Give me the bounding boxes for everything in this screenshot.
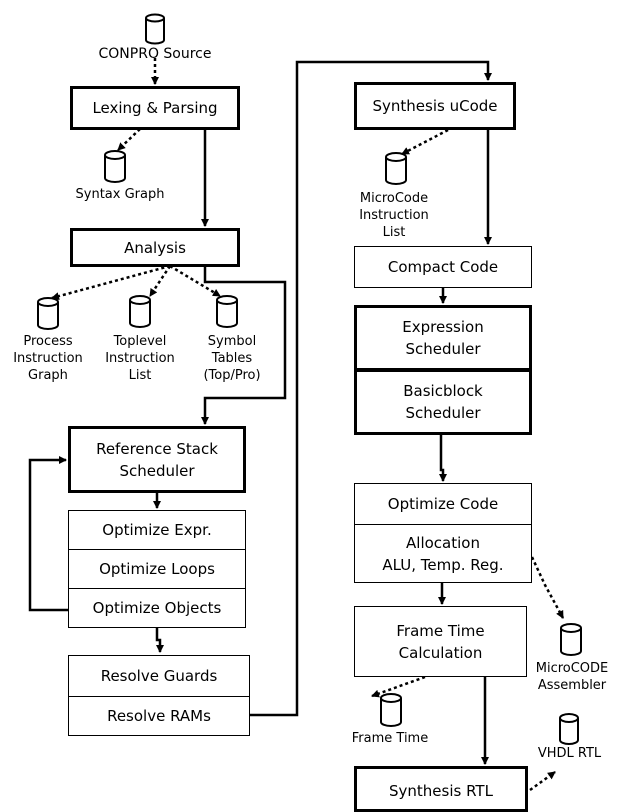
compact-code-box: Compact Code [354,246,532,288]
arrow-frametime-to-frametimefile [371,675,426,698]
optimize-code-label: Optimize Code [387,495,499,513]
conpro-source-label: CONPRO Source [98,46,212,62]
arrow-basicblock-to-optimize [439,435,447,482]
analysis-box: Analysis [70,228,240,267]
synthesis-rtl-label: Synthesis RTL [389,782,493,800]
analysis-label: Analysis [124,238,186,257]
compact-code-label: Compact Code [387,258,499,276]
frame-time-label: Frame Time [351,731,429,746]
arrow-lexing-to-syntax [117,128,141,151]
frame-time-calculation-box: Frame Time Calculation [354,606,527,677]
allocation-label: Allocation ALU, Temp. Reg. [382,533,504,574]
basicblock-scheduler-label: Basicblock Scheduler [403,382,483,422]
database-icon-syntax-graph [104,150,126,183]
synthesis-rtl-box: Synthesis RTL [354,766,528,812]
arrow-ucode-to-microcode [401,128,449,156]
resolve-rams-box: Resolve RAMs [68,696,250,736]
synthesis-ucode-box: Synthesis uCode [354,82,516,130]
arrow-analysis-to-symbol [169,264,221,298]
lexing-parsing-box: Lexing & Parsing [70,86,240,130]
arrow-synthrtl-to-vhdl [529,770,556,792]
resolve-guards-label: Resolve Guards [100,667,218,685]
resolve-guards-box: Resolve Guards [68,655,250,697]
optimize-expr-label: Optimize Expr. [102,521,212,539]
database-icon-microcode-assembler [560,623,582,656]
expression-scheduler-label: Expression Scheduler [402,318,484,358]
arrow-analysis-to-toplevel [148,265,172,297]
frame-time-calculation-label: Frame Time Calculation [396,621,485,662]
database-icon-vhdl-rtl [559,713,579,745]
optimize-objects-label: Optimize Objects [92,599,222,617]
arrow-optimize-to-resolve [155,628,164,653]
optimize-expr-box: Optimize Expr. [68,510,246,550]
microcode-instruction-list-label: MicroCode Instruction List [359,191,429,240]
lexing-parsing-label: Lexing & Parsing [92,99,218,117]
arrow-resolve-to-ucode [250,60,492,717]
arrow-allocation-to-assembler [530,556,565,619]
database-icon-microcode-list [385,152,407,185]
database-icon-frame-time [380,693,402,727]
reference-stack-scheduler-label: Reference Stack Scheduler [96,439,218,480]
process-instruction-graph-label: Process Instruction Graph [13,334,83,383]
arrow-analysis-to-refstack [201,266,287,425]
expression-scheduler-box: Expression Scheduler [354,305,532,371]
allocation-box: Allocation ALU, Temp. Reg. [354,524,532,583]
database-icon-process-instruction [37,297,59,330]
synthesis-ucode-label: Synthesis uCode [372,97,498,115]
optimize-code-box: Optimize Code [354,483,532,525]
vhdl-rtl-label: VHDL RTL [537,746,602,761]
reference-stack-scheduler-box: Reference Stack Scheduler [68,426,246,493]
arrow-optimize-loopback [28,456,68,612]
optimize-loops-box: Optimize Loops [68,549,246,589]
resolve-rams-label: Resolve RAMs [107,707,211,725]
toplevel-instruction-list-label: Toplevel Instruction List [105,334,175,383]
optimize-objects-box: Optimize Objects [68,588,246,628]
microcode-assembler-label: MicroCODE Assembler [535,661,609,693]
syntax-graph-label: Syntax Graph [75,187,165,202]
database-icon-symbol-tables [216,295,238,328]
database-icon-toplevel-instruction [129,295,151,328]
symbol-tables-label: Symbol Tables (Top/Pro) [203,334,261,383]
database-icon-conpro-source [145,13,165,45]
arrow-analysis-to-process [51,264,171,301]
basicblock-scheduler-box: Basicblock Scheduler [354,369,532,435]
optimize-loops-label: Optimize Loops [99,560,215,578]
